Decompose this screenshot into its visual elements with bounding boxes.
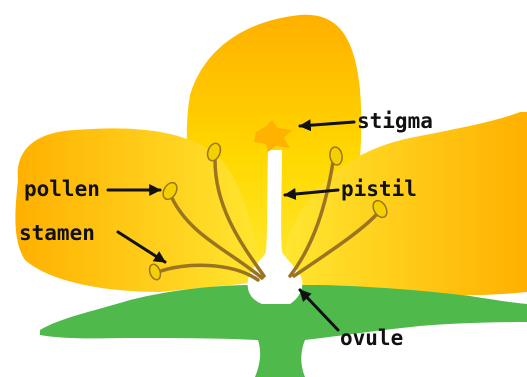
pollen-label: pollen [24,177,100,201]
stamen-label: stamen [19,221,95,245]
pistil-label: pistil [341,177,417,201]
ovule-label: ovule [340,326,403,350]
stigma-label: stigma [357,109,433,133]
